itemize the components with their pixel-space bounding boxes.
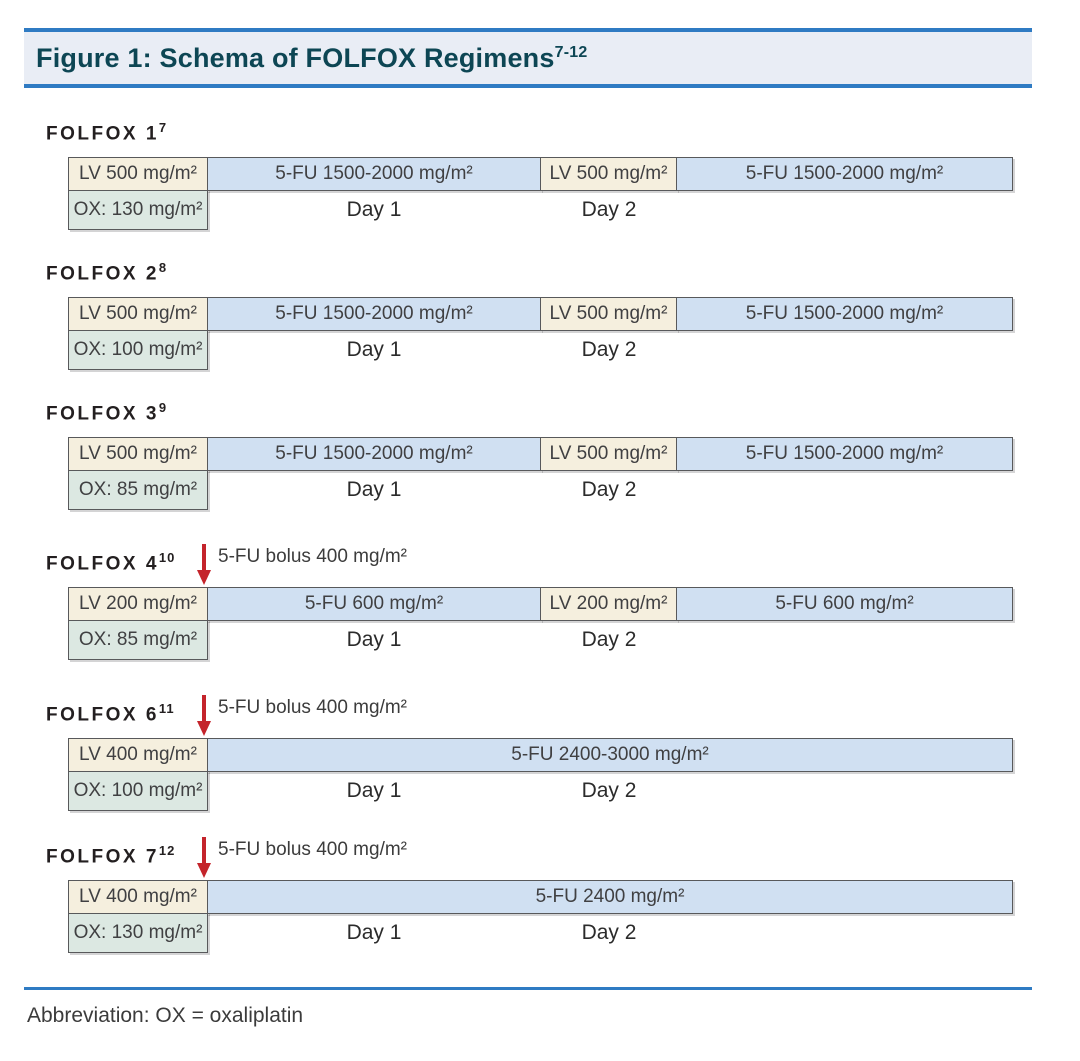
lv-day1-box: LV 400 mg/m² <box>68 738 208 772</box>
figure-title-text: Figure 1: Schema of FOLFOX Regimens <box>36 42 555 73</box>
day2-label: Day 2 <box>581 198 637 221</box>
regimen-name: FOLFOX 3 <box>46 403 159 425</box>
regimen-reference: 10 <box>158 550 176 565</box>
regimen-name: FOLFOX 4 <box>46 553 159 575</box>
regimen-section-folfox-6: FOLFOX 611 5-FU bolus 400 mg/m² LV 400 m… <box>0 695 1080 831</box>
fu-day2-box: 5-FU 1500-2000 mg/m² <box>676 157 1013 191</box>
fu-continuous-box: 5-FU 2400 mg/m² <box>207 880 1013 914</box>
day2-label: Day 2 <box>581 779 637 802</box>
day1-label: Day 1 <box>346 198 402 221</box>
fu-day1-box: 5-FU 1500-2000 mg/m² <box>207 157 541 191</box>
lv-day1-box: LV 500 mg/m² <box>68 297 208 331</box>
day2-label: Day 2 <box>581 628 637 651</box>
figure-title-reference: 7-12 <box>554 43 588 61</box>
day1-label: Day 1 <box>346 779 402 802</box>
fu-day1-box: 5-FU 1500-2000 mg/m² <box>207 437 541 471</box>
abbreviation-note: Abbreviation: OX = oxaliplatin <box>27 1004 304 1027</box>
bolus-arrow-icon <box>197 837 211 878</box>
bolus-label: 5-FU bolus 400 mg/m² <box>218 546 408 567</box>
regimen-label: FOLFOX 17 <box>46 120 167 145</box>
day2-label: Day 2 <box>581 921 637 944</box>
regimen-section-folfox-7: FOLFOX 712 5-FU bolus 400 mg/m² LV 400 m… <box>0 837 1080 973</box>
lv-day2-box: LV 500 mg/m² <box>540 297 677 331</box>
fu-day2-box: 5-FU 1500-2000 mg/m² <box>676 437 1013 471</box>
lv-day2-box: LV 500 mg/m² <box>540 437 677 471</box>
day1-label: Day 1 <box>346 478 402 501</box>
regimen-section-folfox-1: FOLFOX 17 LV 500 mg/m² 5-FU 1500-2000 mg… <box>0 120 1080 250</box>
bolus-label: 5-FU bolus 400 mg/m² <box>218 697 408 718</box>
regimen-label: FOLFOX 39 <box>46 400 167 425</box>
lv-day1-box: LV 500 mg/m² <box>68 437 208 471</box>
day2-label: Day 2 <box>581 478 637 501</box>
fu-day2-box: 5-FU 600 mg/m² <box>676 587 1013 621</box>
ox-box: OX: 130 mg/m² <box>68 913 208 953</box>
regimen-label: FOLFOX 611 <box>46 701 175 726</box>
ox-box: OX: 100 mg/m² <box>68 330 208 370</box>
fu-day1-box: 5-FU 1500-2000 mg/m² <box>207 297 541 331</box>
footer-divider <box>24 987 1032 990</box>
ox-box: OX: 85 mg/m² <box>68 470 208 510</box>
day1-label: Day 1 <box>346 338 402 361</box>
regimen-section-folfox-3: FOLFOX 39 LV 500 mg/m² 5-FU 1500-2000 mg… <box>0 400 1080 530</box>
ox-box: OX: 85 mg/m² <box>68 620 208 660</box>
figure-title-bar: Figure 1: Schema of FOLFOX Regimens7-12 <box>24 28 1032 88</box>
regimen-label: FOLFOX 712 <box>46 843 175 868</box>
fu-continuous-box: 5-FU 2400-3000 mg/m² <box>207 738 1013 772</box>
ox-box: OX: 100 mg/m² <box>68 771 208 811</box>
ox-box: OX: 130 mg/m² <box>68 190 208 230</box>
lv-day2-box: LV 500 mg/m² <box>540 157 677 191</box>
regimen-reference: 12 <box>158 843 176 858</box>
lv-day1-box: LV 400 mg/m² <box>68 880 208 914</box>
bolus-label: 5-FU bolus 400 mg/m² <box>218 839 408 860</box>
bolus-arrow-icon <box>197 695 211 736</box>
regimen-section-folfox-2: FOLFOX 28 LV 500 mg/m² 5-FU 1500-2000 mg… <box>0 260 1080 390</box>
regimen-name: FOLFOX 2 <box>46 263 159 285</box>
bolus-arrow-icon <box>197 544 211 585</box>
lv-day1-box: LV 500 mg/m² <box>68 157 208 191</box>
regimen-reference: 7 <box>158 120 168 135</box>
day1-label: Day 1 <box>346 921 402 944</box>
regimen-label: FOLFOX 28 <box>46 260 167 285</box>
regimen-label: FOLFOX 410 <box>46 550 175 575</box>
figure-title: Figure 1: Schema of FOLFOX Regimens7-12 <box>36 43 587 74</box>
day1-label: Day 1 <box>346 628 402 651</box>
regimen-reference: 11 <box>158 701 175 716</box>
lv-day2-box: LV 200 mg/m² <box>540 587 677 621</box>
fu-day1-box: 5-FU 600 mg/m² <box>207 587 541 621</box>
regimen-name: FOLFOX 7 <box>46 846 159 868</box>
day2-label: Day 2 <box>581 338 637 361</box>
regimen-section-folfox-4: FOLFOX 410 5-FU bolus 400 mg/m² LV 200 m… <box>0 544 1080 680</box>
fu-day2-box: 5-FU 1500-2000 mg/m² <box>676 297 1013 331</box>
lv-day1-box: LV 200 mg/m² <box>68 587 208 621</box>
regimen-name: FOLFOX 1 <box>46 123 159 145</box>
regimen-name: FOLFOX 6 <box>46 704 159 726</box>
regimen-reference: 9 <box>158 400 168 415</box>
regimen-reference: 8 <box>158 260 168 275</box>
